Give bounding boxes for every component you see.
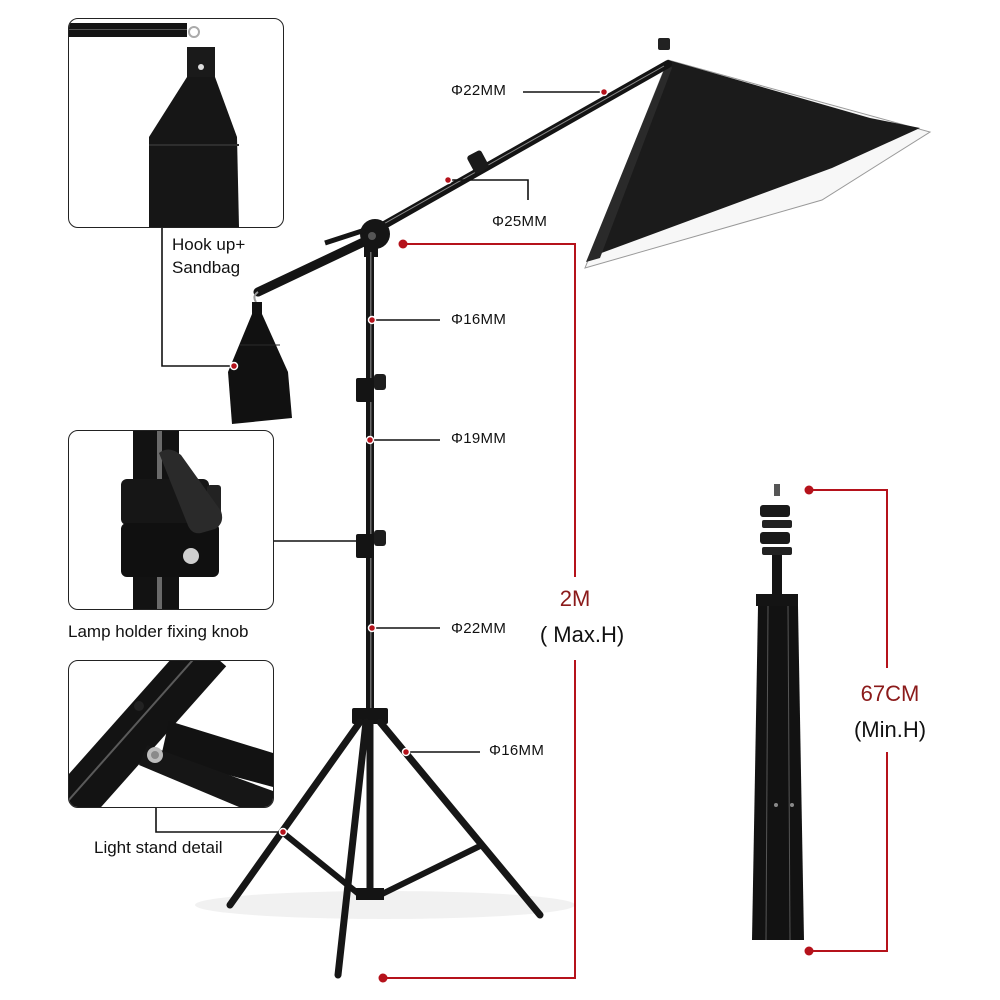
leader-lines	[155, 91, 604, 833]
max-height-value: 2M	[559, 586, 591, 611]
folded-stand-icon	[752, 484, 804, 941]
diameter-label-pole-low: Φ22MM	[451, 620, 507, 637]
sandbag-inset	[68, 18, 284, 228]
marker-dots	[229, 87, 609, 837]
knob-caption: Lamp holder fixing knob	[68, 622, 249, 641]
max-height-dimension	[383, 243, 576, 979]
min-height-label: (Min.H)	[853, 717, 927, 742]
sandbag-caption-line1: Hook up+	[172, 235, 246, 254]
sandbag-caption: Hook up+ Sandbag	[172, 233, 245, 279]
diameter-label-pole-top: Φ16MM	[451, 311, 507, 328]
stand-detail-caption: Light stand detail	[94, 838, 223, 857]
knob-inset	[68, 430, 274, 610]
diameter-label-boom-base: Φ25MM	[492, 213, 548, 230]
diameter-label-leg: Φ16MM	[489, 742, 545, 759]
diameter-label-boom-tip: Φ22MM	[451, 82, 507, 99]
min-height-value: 67CM	[860, 681, 920, 706]
min-height-dimension	[809, 489, 888, 952]
sandbag-icon	[228, 302, 292, 424]
boom-arm-icon	[253, 60, 672, 303]
sandbag-caption-line2: Sandbag	[172, 258, 241, 277]
diameter-label-pole-mid: Φ19MM	[451, 430, 507, 447]
softbox-icon	[584, 38, 932, 269]
leg-brace-closeup-icon	[69, 661, 273, 807]
stand-detail-inset	[68, 660, 274, 808]
knob-icon	[121, 431, 223, 609]
max-height-label: ( Max.H)	[539, 622, 625, 647]
sandbag-closeup-icon	[69, 23, 239, 227]
